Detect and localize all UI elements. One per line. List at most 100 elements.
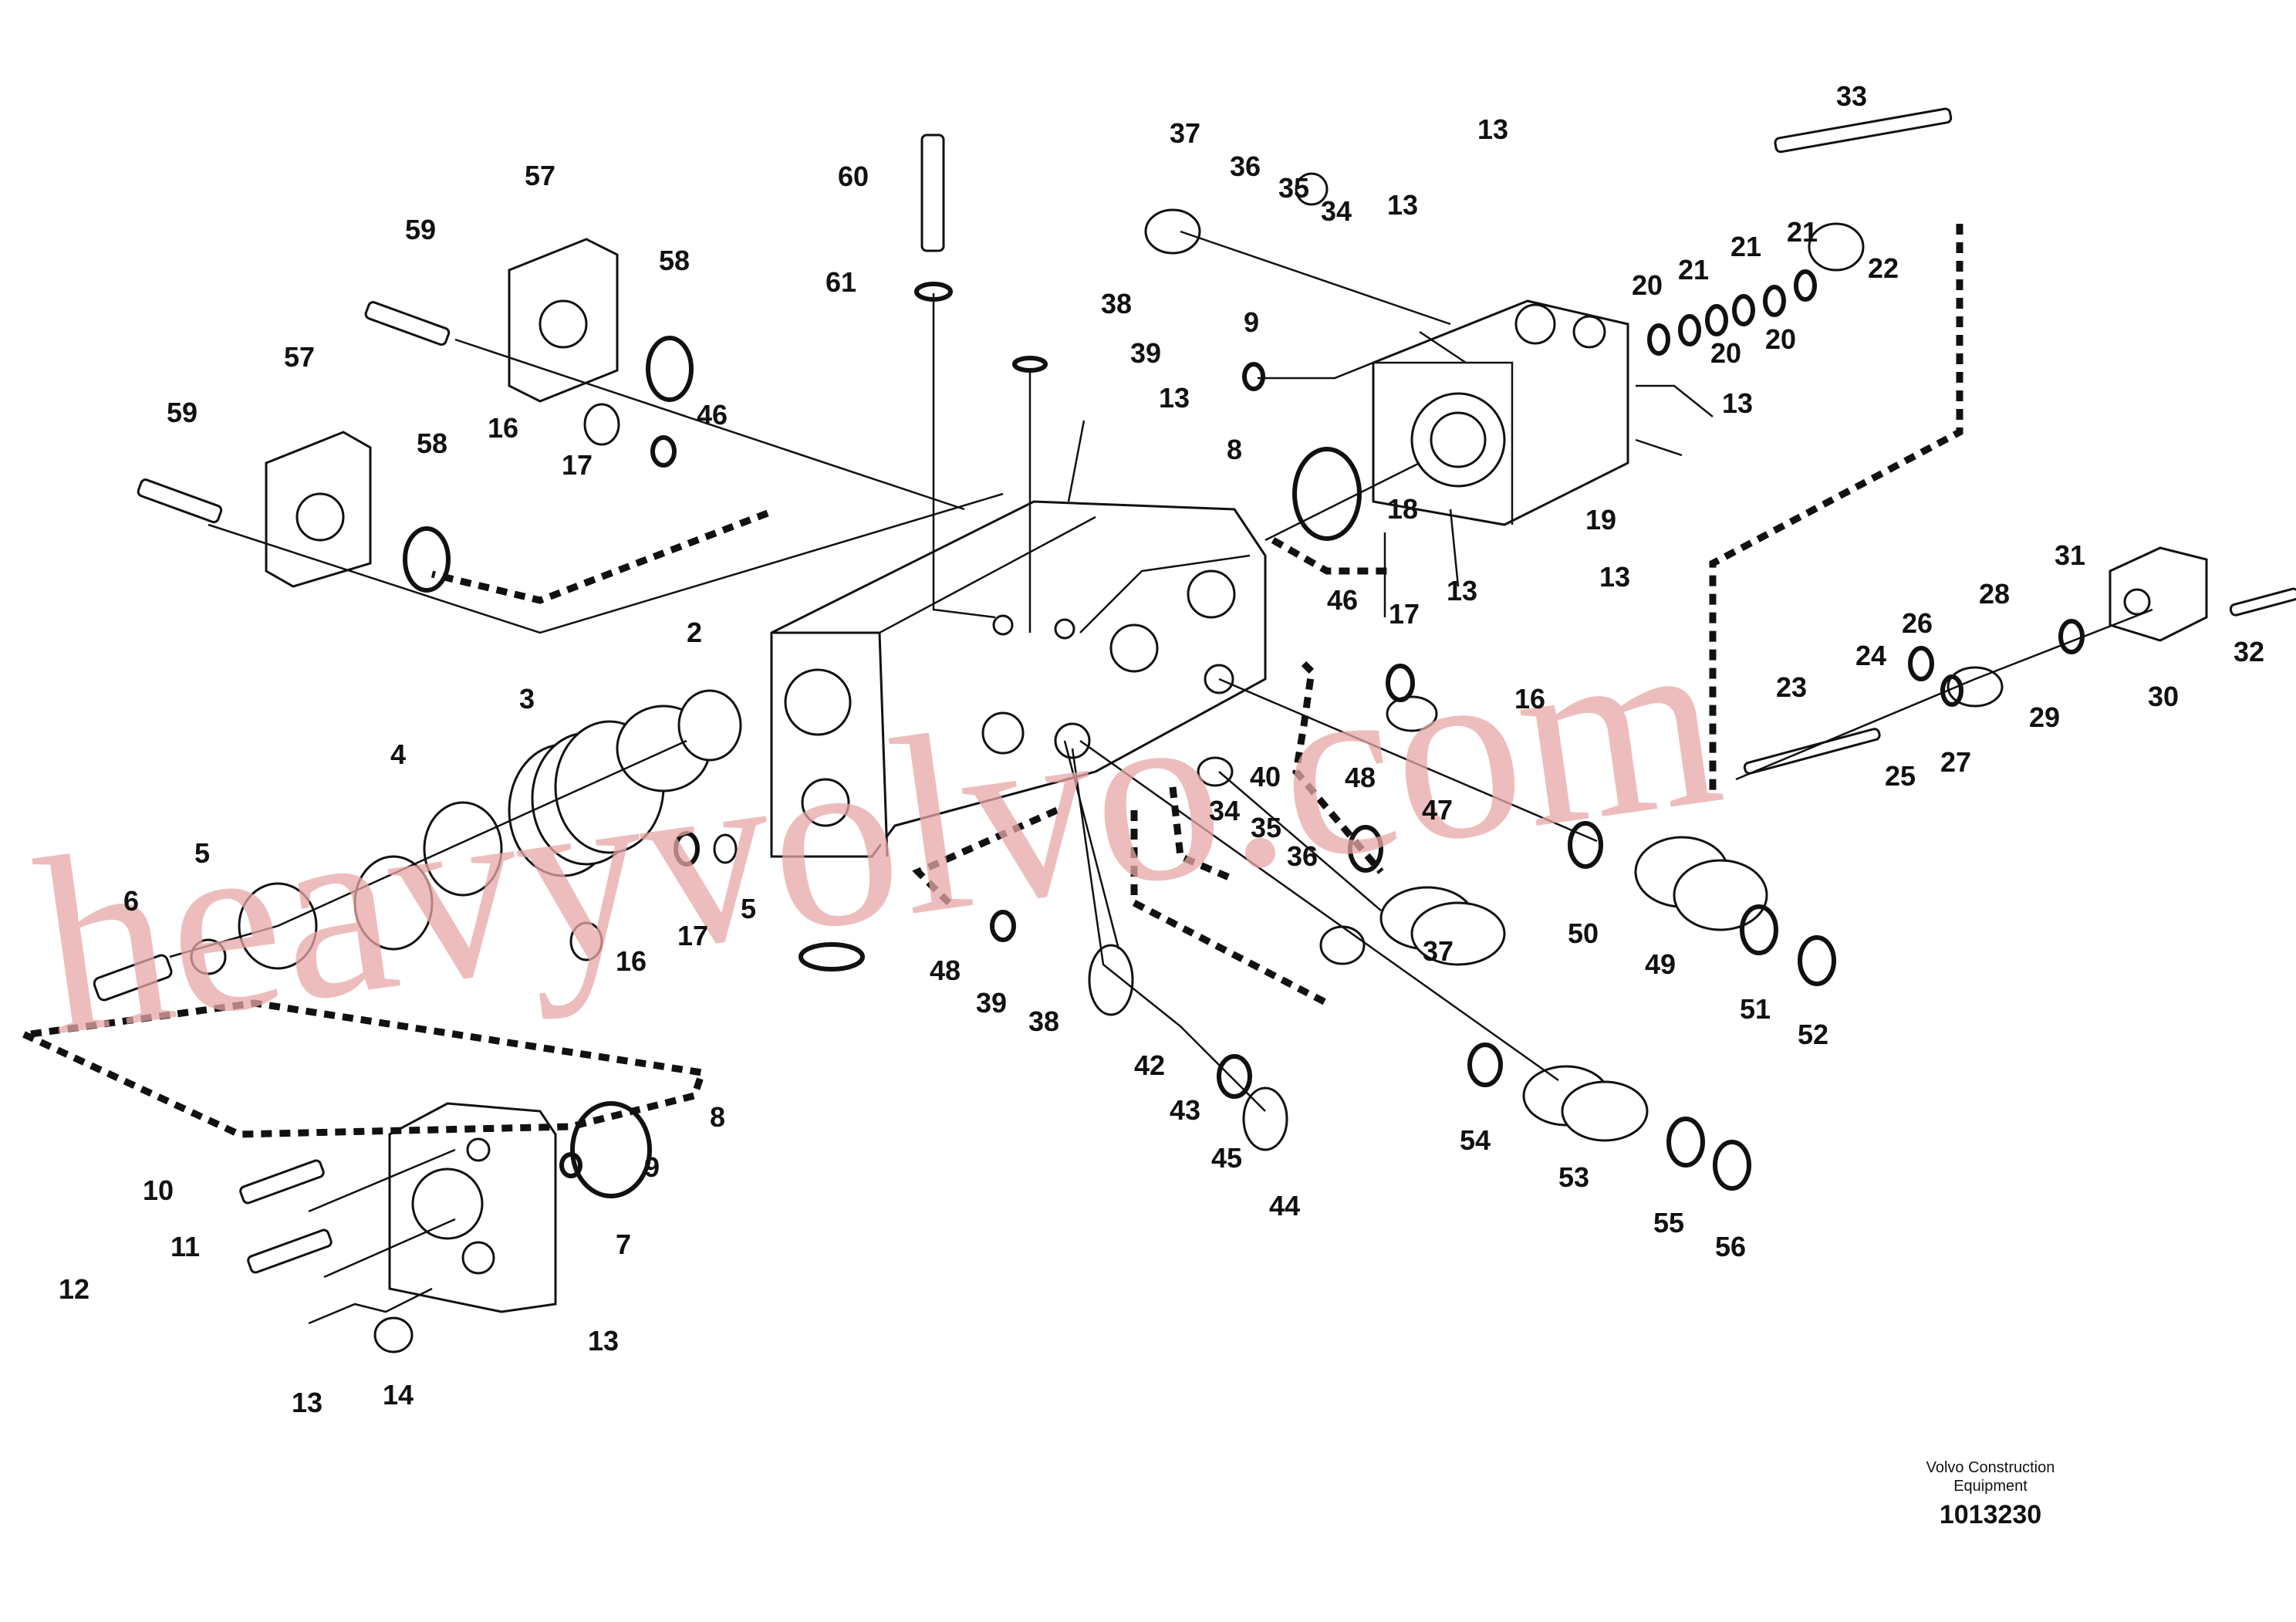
- flange-upper: [508, 238, 619, 403]
- callout-16: 16: [488, 412, 518, 444]
- callout-14: 14: [383, 1379, 414, 1411]
- callout-61: 61: [826, 266, 856, 298]
- callout-46-2: 46: [1327, 584, 1358, 616]
- callout-25: 25: [1885, 760, 1916, 792]
- dashed-guides: [22, 224, 1963, 1138]
- callout-13-7: 13: [588, 1325, 619, 1357]
- callout-13: 13: [1477, 113, 1508, 145]
- callout-52: 52: [1798, 1019, 1828, 1050]
- callout-40: 40: [1250, 761, 1281, 792]
- callout-46: 46: [697, 399, 728, 431]
- callout-60: 60: [838, 161, 869, 192]
- callout-18: 18: [1387, 493, 1418, 525]
- callout-59: 59: [405, 214, 436, 245]
- callout-28: 28: [1979, 578, 2010, 610]
- flange-lower: [265, 431, 372, 588]
- callout-19: 19: [1585, 504, 1616, 536]
- callout-35-2: 35: [1251, 812, 1281, 843]
- callout-37: 37: [1170, 117, 1200, 149]
- callout-17-3: 17: [677, 920, 708, 951]
- callout-58-2: 58: [417, 427, 447, 459]
- assembly-lines: [169, 230, 2153, 1325]
- callout-17-2: 17: [1389, 598, 1420, 630]
- callout-33: 33: [1836, 80, 1867, 112]
- lower-block: [388, 1102, 557, 1313]
- callout-27: 27: [1940, 746, 1971, 778]
- callout-12: 12: [59, 1273, 89, 1305]
- callout-2: 2: [687, 617, 702, 648]
- callout-49: 49: [1645, 948, 1676, 980]
- callout-5-2: 5: [741, 893, 756, 924]
- callout-20-3: 20: [1765, 323, 1796, 355]
- callout-24: 24: [1855, 640, 1886, 671]
- callout-58: 58: [659, 245, 690, 276]
- callout-36: 36: [1230, 150, 1261, 182]
- callout-9: 9: [644, 1151, 660, 1183]
- callout-21-2: 21: [1730, 231, 1761, 262]
- right-block: [1372, 299, 1629, 526]
- callout-59-2: 59: [167, 397, 198, 428]
- callout-22: 22: [1868, 252, 1899, 284]
- callout-31: 31: [2055, 539, 2085, 571]
- callout-8: 8: [710, 1101, 725, 1133]
- callout-13-8: 13: [292, 1387, 322, 1418]
- callout-21: 21: [1678, 254, 1709, 286]
- callout-48-2: 48: [930, 955, 961, 986]
- callout-9-2: 9: [1244, 306, 1259, 338]
- callout-48: 48: [1345, 762, 1376, 793]
- callout-54: 54: [1460, 1124, 1491, 1156]
- callout-57-2: 57: [284, 341, 315, 373]
- small-block: [2109, 546, 2208, 642]
- valve-body: [770, 500, 1267, 858]
- callout-55: 55: [1653, 1207, 1684, 1238]
- callout-26: 26: [1902, 607, 1933, 639]
- callout-20-2: 20: [1710, 337, 1741, 369]
- callout-20: 20: [1632, 269, 1663, 301]
- callout-16-3: 16: [616, 945, 647, 977]
- o-rings: [403, 269, 2085, 1198]
- callout-51: 51: [1740, 993, 1771, 1025]
- bolts: [93, 107, 2296, 1274]
- callout-39: 39: [1130, 337, 1161, 369]
- callout-57: 57: [525, 160, 555, 191]
- callout-13-3: 13: [1159, 382, 1190, 414]
- callout-47: 47: [1422, 794, 1453, 826]
- callout-5: 5: [194, 837, 210, 869]
- callout-16-2: 16: [1514, 683, 1545, 715]
- callout-23: 23: [1776, 671, 1807, 703]
- footer: Volvo Construction Equipment 1013230: [1906, 1458, 2075, 1530]
- springs: [190, 172, 2004, 1353]
- callout-56: 56: [1715, 1231, 1746, 1262]
- callout-8-2: 8: [1227, 434, 1242, 465]
- callout-11: 11: [171, 1231, 200, 1262]
- callout-38: 38: [1101, 288, 1132, 319]
- callout-37-2: 37: [1423, 935, 1454, 967]
- callout-29: 29: [2029, 701, 2060, 733]
- callout-13-2: 13: [1387, 189, 1418, 221]
- callout-38-2: 38: [1028, 1005, 1059, 1037]
- callout-7: 7: [616, 1228, 631, 1260]
- callout-32: 32: [2234, 636, 2264, 667]
- callout-43: 43: [1170, 1094, 1200, 1126]
- callout-13-4: 13: [1722, 387, 1753, 419]
- callout-13-6: 13: [1599, 561, 1630, 593]
- callout-36-2: 36: [1287, 840, 1318, 872]
- callout-21-3: 21: [1787, 216, 1818, 248]
- callout-53: 53: [1558, 1161, 1589, 1193]
- callout-3: 3: [519, 683, 535, 715]
- callout-30: 30: [2148, 681, 2179, 712]
- callout-39-2: 39: [976, 987, 1007, 1019]
- callout-6: 6: [123, 885, 139, 917]
- callout-34-2: 34: [1209, 795, 1240, 826]
- callout-4: 4: [390, 738, 406, 770]
- callout-35: 35: [1278, 172, 1309, 204]
- callout-50: 50: [1568, 917, 1599, 949]
- callout-10: 10: [143, 1174, 174, 1206]
- callout-45: 45: [1211, 1142, 1242, 1174]
- callout-44: 44: [1269, 1190, 1300, 1222]
- callout-34: 34: [1321, 195, 1352, 227]
- callout-13-5: 13: [1447, 575, 1477, 607]
- callout-42: 42: [1134, 1049, 1165, 1081]
